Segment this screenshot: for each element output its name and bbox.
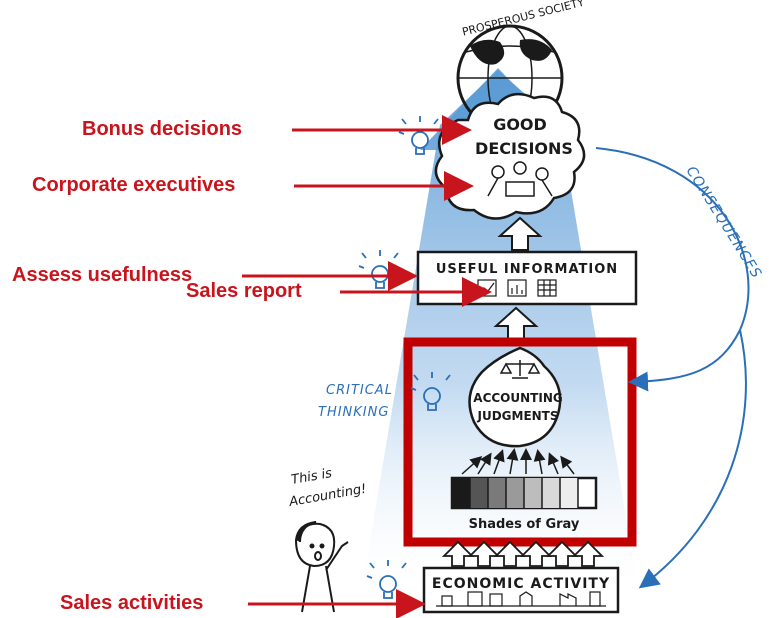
lightbulb-icon [398, 116, 439, 155]
corporate-executives-label: Corporate executives [32, 174, 236, 196]
sales-report-label: Sales report [186, 280, 302, 302]
scale-icon [499, 360, 541, 379]
consequences-arrow-lower [638, 329, 747, 589]
lightbulb-icon [366, 560, 407, 599]
accounting-text: ACCOUNTING [473, 391, 562, 405]
consequences-text: CONSEQUENCES [683, 164, 765, 282]
this-is-text: This is [290, 466, 333, 488]
prosperous-society-text: PROSPEROUS SOCIETY [461, 0, 586, 39]
up-arrow-info-to-decisions [497, 216, 543, 251]
judgments-text: JUDGMENTS [476, 409, 558, 423]
decisions-text: DECISIONS [475, 139, 573, 158]
factory-icon [436, 591, 606, 607]
critical-text: CRITICAL [326, 383, 393, 398]
good-text: GOOD [493, 115, 547, 134]
bonus-decisions-label: Bonus decisions [82, 118, 243, 140]
accounting-judgments-circle [468, 346, 562, 448]
highlight-box [403, 337, 637, 547]
economic-activity-box [422, 566, 620, 614]
useful-information-box [416, 250, 638, 306]
economic-up-arrows [441, 540, 605, 567]
sales-activities-label: Sales activities [60, 592, 204, 614]
people-icon [487, 161, 553, 197]
thinking-text: THINKING [318, 405, 389, 420]
shade-arrows [461, 448, 575, 475]
shades-of-gray-text: Shades of Gray [469, 517, 580, 532]
lightbulb-icon [410, 372, 451, 411]
lightbulb-icon [358, 250, 399, 289]
shades-of-gray-bar [450, 476, 598, 510]
consequences-arrow-upper [595, 147, 750, 392]
economic-activity-text: ECONOMIC ACTIVITY [432, 576, 610, 592]
stick-figure [294, 521, 349, 613]
useful-information-text: USEFUL INFORMATION [436, 262, 618, 277]
assess-usefulness-label: Assess usefulness [12, 264, 193, 286]
